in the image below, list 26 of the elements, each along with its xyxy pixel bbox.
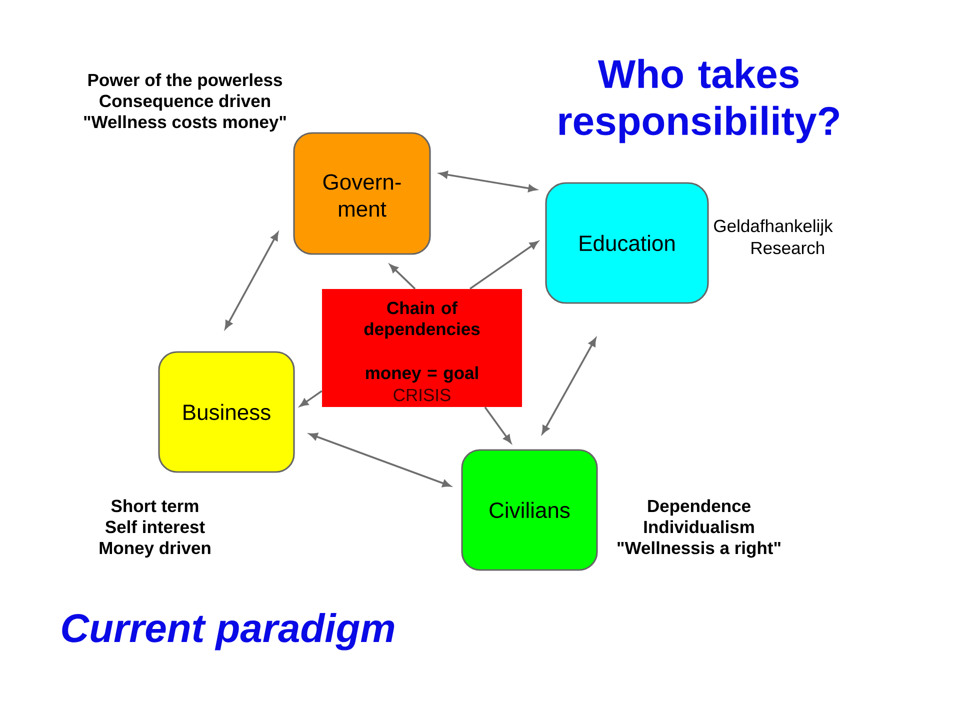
arrow <box>300 390 322 407</box>
side-note: Power of the powerless <box>88 73 282 90</box>
side-note: Short term <box>111 499 198 512</box>
double-arrow <box>224 232 278 330</box>
arrow <box>470 241 538 290</box>
title: Who takes responsibility? <box>559 58 839 144</box>
side-note: Research <box>752 241 824 254</box>
side-note: Individualism <box>644 520 754 534</box>
rounded-box: Govern- ment <box>293 132 431 255</box>
double-arrow <box>542 338 596 434</box>
double-arrow <box>309 432 451 488</box>
side-note: Self interest <box>105 520 205 534</box>
side-note: "Wellness costs money" <box>84 115 286 132</box>
rounded-box: Business <box>158 351 295 473</box>
double-arrow <box>439 170 537 192</box>
arrow <box>484 406 512 444</box>
caption: Current paradigm <box>62 613 394 650</box>
side-note: Geldafhankelijk <box>714 219 833 236</box>
rounded-box: Civilians <box>461 449 598 571</box>
side-note: "Wellnessis a right" <box>618 541 780 558</box>
rounded-box: Education <box>545 182 709 304</box>
arrow <box>390 264 416 290</box>
side-note: Consequence driven <box>100 94 270 111</box>
central-box: Chain of dependencies money = goal CRISIS <box>322 289 522 407</box>
side-note: Dependence <box>648 499 750 516</box>
side-note: Money driven <box>100 541 210 558</box>
